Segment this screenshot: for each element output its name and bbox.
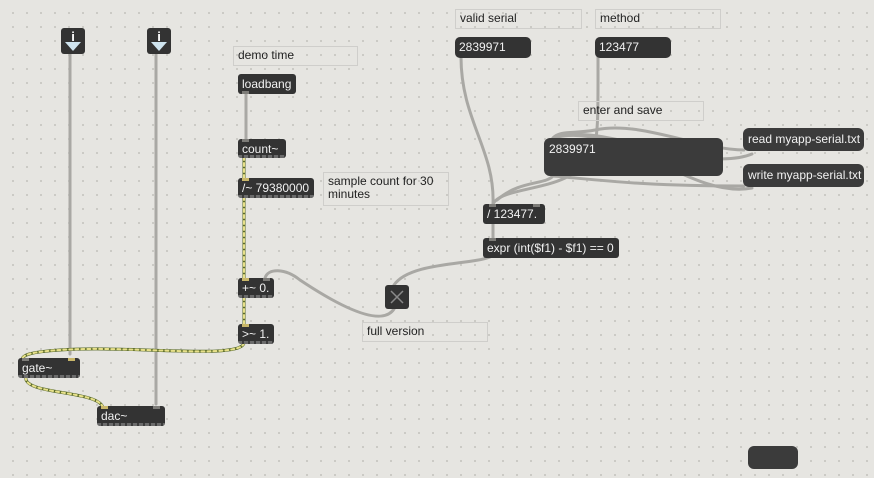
comment-demo-time: demo time bbox=[233, 46, 358, 66]
divide-object[interactable]: / 123477. bbox=[483, 204, 545, 224]
inlet[interactable] bbox=[242, 324, 249, 327]
comment-valid-serial: valid serial bbox=[455, 9, 582, 29]
inlet-2[interactable]: i bbox=[147, 28, 171, 54]
toggle-x-icon bbox=[390, 290, 404, 304]
valid-serial-value: 2839971 bbox=[459, 40, 506, 54]
cord-method-divide bbox=[491, 55, 600, 206]
gte-signal-object[interactable]: >~ 1. bbox=[238, 324, 274, 344]
inlet-2-label: i bbox=[157, 29, 161, 44]
cord-expr-toggle bbox=[392, 255, 492, 287]
count-signal-object[interactable]: count~ bbox=[238, 139, 286, 158]
divide-signal-label: /~ 79380000 bbox=[242, 181, 310, 195]
comment-sample-count: sample count for 30 minutes bbox=[323, 172, 449, 206]
serial-entry-textbox[interactable]: 2839971 bbox=[544, 138, 723, 176]
inlet[interactable] bbox=[263, 278, 270, 281]
cord-toggle-plus bbox=[263, 269, 396, 318]
read-file-message[interactable]: read myapp-serial.txt bbox=[743, 128, 864, 151]
inlet[interactable] bbox=[242, 278, 249, 281]
count-label: count~ bbox=[242, 142, 279, 156]
write-message-label: write myapp-serial.txt bbox=[748, 168, 862, 182]
expr-object[interactable]: expr (int($f1) - $f1) == 0 bbox=[483, 238, 619, 258]
inlet-1-label: i bbox=[71, 29, 75, 44]
cord-msgbox-out bbox=[495, 174, 555, 202]
gate-signal-object[interactable]: gate~ bbox=[18, 358, 80, 378]
dac-label: dac~ bbox=[101, 409, 128, 423]
cord-write-msg bbox=[551, 174, 746, 188]
serial-entry-value: 2839971 bbox=[549, 142, 596, 156]
outlet[interactable] bbox=[242, 91, 249, 94]
inlet[interactable] bbox=[101, 406, 108, 409]
comment-method: method bbox=[595, 9, 721, 29]
read-message-label: read myapp-serial.txt bbox=[748, 132, 861, 146]
gte-signal-label: >~ 1. bbox=[242, 327, 270, 341]
empty-message-box[interactable] bbox=[748, 446, 798, 469]
inlet[interactable] bbox=[533, 204, 540, 207]
inlet-1[interactable]: i bbox=[61, 28, 85, 54]
loadbang-object[interactable]: loadbang bbox=[238, 74, 296, 94]
inlet[interactable] bbox=[489, 238, 496, 241]
plus-signal-label: +~ 0. bbox=[242, 281, 270, 295]
dac-signal-object[interactable]: dac~ bbox=[97, 406, 165, 426]
write-file-message[interactable]: write myapp-serial.txt bbox=[743, 164, 864, 187]
comment-enter-and-save: enter and save bbox=[578, 101, 704, 121]
inlet[interactable] bbox=[242, 178, 249, 181]
expr-label: expr (int($f1) - $f1) == 0 bbox=[487, 241, 614, 255]
inlet[interactable] bbox=[153, 406, 160, 409]
inlet[interactable] bbox=[22, 358, 29, 361]
plus-signal-object[interactable]: +~ 0. bbox=[238, 278, 274, 298]
inlet[interactable] bbox=[489, 204, 496, 207]
method-value: 123477 bbox=[599, 40, 640, 54]
sigcord-gate-dac bbox=[24, 375, 105, 410]
inlet-arrow-icon bbox=[65, 42, 81, 51]
cord-serial-divide bbox=[459, 55, 495, 206]
comment-full-version: full version bbox=[362, 322, 488, 342]
method-number[interactable]: 123477 bbox=[595, 37, 671, 58]
full-version-toggle[interactable] bbox=[385, 285, 409, 309]
inlet[interactable] bbox=[68, 358, 75, 361]
gate-label: gate~ bbox=[22, 361, 53, 375]
inlet-arrow-icon bbox=[151, 42, 167, 51]
inlet[interactable] bbox=[242, 139, 249, 142]
loadbang-label: loadbang bbox=[242, 77, 292, 91]
divide-signal-object[interactable]: /~ 79380000 bbox=[238, 178, 314, 198]
divide-label: / 123477. bbox=[487, 207, 538, 221]
valid-serial-number[interactable]: 2839971 bbox=[455, 37, 531, 58]
